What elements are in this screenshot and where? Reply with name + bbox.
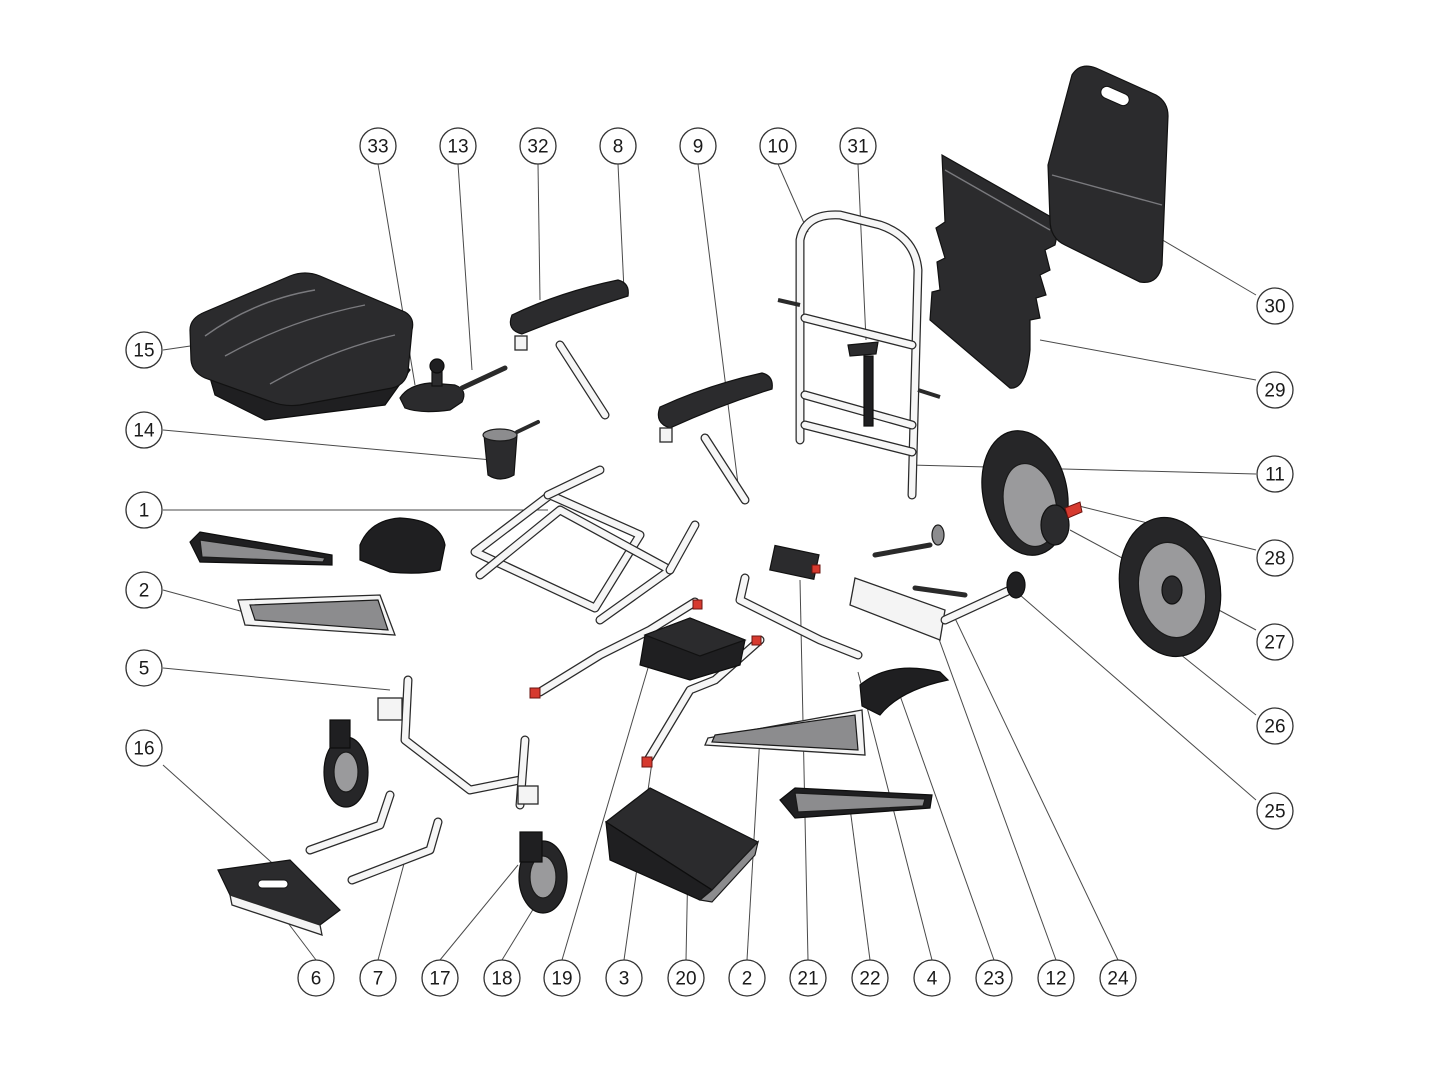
callout-9: 9 [679, 127, 717, 165]
svg-text:4: 4 [927, 969, 938, 990]
callout-13: 13 [439, 127, 477, 165]
armrest-right-part [657, 372, 773, 505]
callout-6: 6 [297, 959, 335, 997]
svg-text:8: 8 [613, 137, 624, 158]
callout-8: 8 [599, 127, 637, 165]
seat-frame-part [470, 465, 700, 625]
svg-text:3: 3 [619, 969, 630, 990]
svg-text:13: 13 [447, 137, 468, 158]
svg-text:25: 25 [1264, 802, 1285, 823]
callout-33: 33 [359, 127, 397, 165]
svg-text:29: 29 [1264, 381, 1285, 402]
svg-text:16: 16 [133, 739, 154, 760]
seat-cushion-part [189, 272, 414, 421]
callout-15: 15 [125, 331, 163, 369]
callout-21: 21 [789, 959, 827, 997]
callout-28: 28 [1256, 539, 1294, 577]
footrest-pad-part [779, 787, 933, 819]
rear-axle-assembly-part [849, 524, 1026, 641]
callout-20: 20 [667, 959, 705, 997]
backrest-latch-part [847, 341, 879, 427]
svg-text:17: 17 [429, 969, 450, 990]
callout-11: 11 [1256, 455, 1294, 493]
callout-3: 3 [605, 959, 643, 997]
svg-text:30: 30 [1264, 297, 1285, 318]
callout-14: 14 [125, 411, 163, 449]
callout-18: 18 [483, 959, 521, 997]
callout-17: 17 [421, 959, 459, 997]
svg-text:15: 15 [133, 341, 154, 362]
svg-text:18: 18 [491, 969, 512, 990]
svg-text:12: 12 [1045, 969, 1066, 990]
front-frame-part [377, 675, 539, 810]
svg-text:14: 14 [133, 421, 155, 442]
svg-text:1: 1 [139, 501, 150, 522]
svg-text:33: 33 [367, 137, 388, 158]
svg-text:19: 19 [551, 969, 572, 990]
foot-plate-part [217, 859, 341, 936]
callout-22: 22 [851, 959, 889, 997]
callout-2-left: 2 [125, 571, 163, 609]
caster-arms-part [305, 790, 443, 885]
svg-text:24: 24 [1107, 969, 1129, 990]
svg-text:7: 7 [373, 969, 384, 990]
callout-bubbles: 33 13 32 8 9 10 31 15 14 1 2 5 16 30 29 … [125, 127, 1294, 997]
svg-text:11: 11 [1265, 465, 1285, 486]
svg-text:23: 23 [983, 969, 1004, 990]
callout-29: 29 [1256, 371, 1294, 409]
callout-23: 23 [975, 959, 1013, 997]
armrest-left-part [509, 279, 629, 420]
control-module-part [735, 544, 863, 660]
callout-10: 10 [759, 127, 797, 165]
svg-text:26: 26 [1264, 717, 1285, 738]
callout-2-bottom: 2 [728, 959, 766, 997]
svg-text:21: 21 [797, 969, 818, 990]
callout-27: 27 [1256, 623, 1294, 661]
rear-motor-wheel-part [981, 430, 1083, 556]
callout-16: 16 [125, 729, 163, 767]
svg-text:31: 31 [847, 137, 868, 158]
cup-holder-part [482, 420, 540, 480]
joystick-controller-part [399, 358, 508, 413]
battery-pack-part [639, 617, 747, 681]
callout-4: 4 [913, 959, 951, 997]
svg-text:27: 27 [1264, 633, 1285, 654]
svg-text:2: 2 [742, 969, 753, 990]
rear-wheel-part [1118, 516, 1222, 658]
front-caster-right-part [518, 831, 568, 914]
svg-text:20: 20 [675, 969, 696, 990]
svg-text:2: 2 [139, 581, 150, 602]
svg-text:32: 32 [527, 137, 548, 158]
callout-19: 19 [543, 959, 581, 997]
svg-text:28: 28 [1264, 549, 1285, 570]
svg-text:10: 10 [767, 137, 788, 158]
callout-30: 30 [1256, 287, 1294, 325]
callout-31: 31 [839, 127, 877, 165]
back-panel-part [929, 153, 1061, 389]
callout-26: 26 [1256, 707, 1294, 745]
callout-24: 24 [1099, 959, 1137, 997]
front-caster-left-part [323, 719, 369, 808]
footrest-plate-left-part [189, 517, 446, 636]
footrest-plate-right-part [704, 667, 950, 756]
callout-7: 7 [359, 959, 397, 997]
svg-text:6: 6 [311, 969, 322, 990]
back-cushion-part [1047, 65, 1169, 283]
svg-text:5: 5 [139, 659, 150, 680]
svg-text:22: 22 [859, 969, 880, 990]
svg-text:9: 9 [693, 137, 704, 158]
callout-12: 12 [1037, 959, 1075, 997]
backrest-frame-part [777, 210, 941, 500]
battery-box-part [604, 787, 760, 903]
callout-32: 32 [519, 127, 557, 165]
callout-25: 25 [1256, 792, 1294, 830]
callout-1: 1 [125, 491, 163, 529]
callout-5: 5 [125, 649, 163, 687]
